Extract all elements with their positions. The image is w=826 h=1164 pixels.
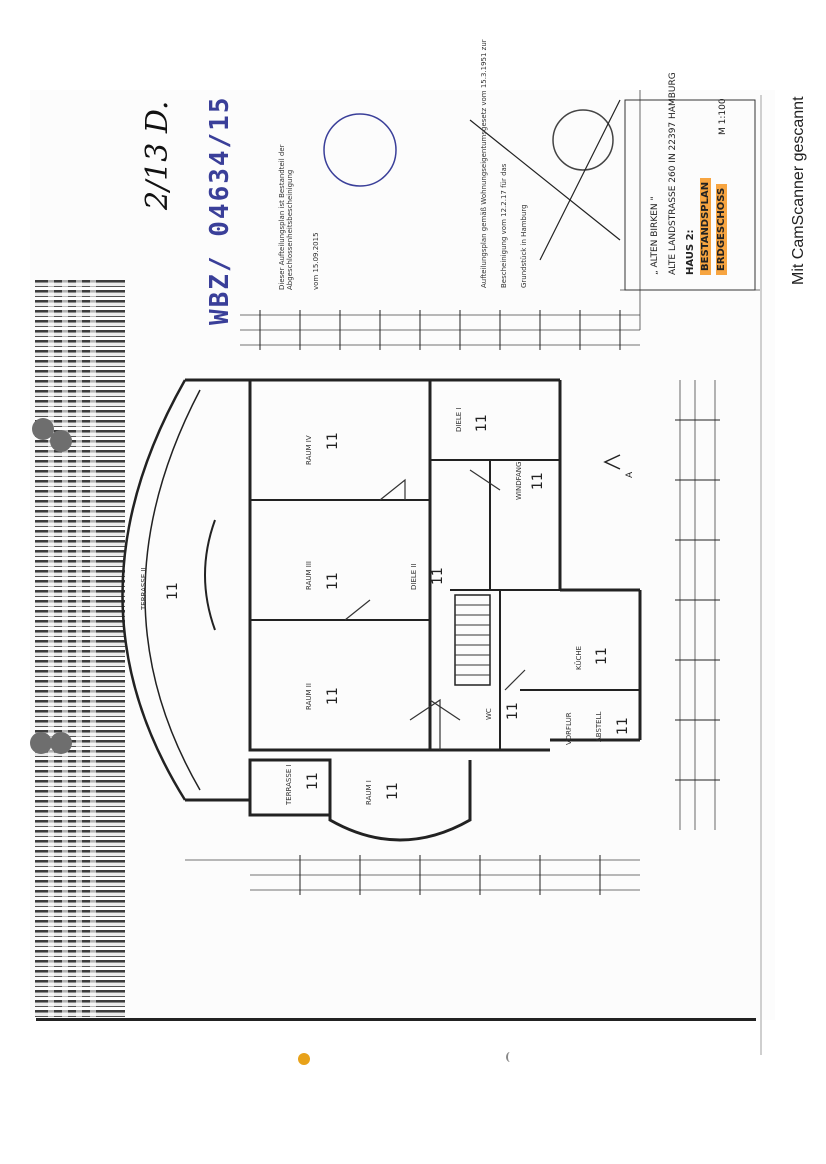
- title-plan-type: BESTANDSPLAN: [700, 177, 711, 275]
- handwritten-reference: 2/13 D.: [140, 100, 175, 210]
- room-vorflur: VORFLUR: [565, 712, 573, 745]
- room-raum-2: RAUM II: [305, 683, 313, 710]
- title-project: „ ALTEN BIRKEN ": [650, 196, 660, 275]
- punch-hole-bottom: [30, 732, 52, 754]
- room-terrasse-1: TERRASSE I: [285, 764, 293, 805]
- room-abstell: ABSTELL: [595, 711, 603, 742]
- room-diele-2: DIELE II: [410, 563, 418, 590]
- section-marker: A: [625, 471, 635, 478]
- title-scale: M 1:100: [718, 98, 728, 135]
- room-terrasse-2: TERRASSE II: [140, 567, 148, 610]
- room-wc: WC: [485, 708, 493, 720]
- room-raum-3: RAUM III: [305, 561, 313, 590]
- sheet-edge: [36, 1018, 756, 1021]
- title-floor: ERDGESCHOSS: [716, 183, 727, 275]
- approval-note-1: Dieser Aufteilungsplan ist Bestandteil d…: [278, 144, 294, 290]
- punch-hole-top: [32, 418, 54, 440]
- room-diele-1: DIELE I: [455, 407, 463, 433]
- room-raum-4: RAUM IV: [305, 435, 313, 465]
- file-number-stamp: WBZ/ 04634/15: [205, 95, 235, 326]
- marker-dot: [298, 1053, 310, 1065]
- scanner-watermark: Mit CamScanner gescannt: [790, 96, 807, 285]
- plan-sheet: [30, 90, 775, 1020]
- room-windfang: WINDFANG: [515, 461, 523, 500]
- room-raum-1: RAUM I: [365, 780, 373, 805]
- title-house: HAUS 2:: [685, 229, 696, 275]
- approval-note-2: Aufteilungsplan gemäß Wohnungseigentumsg…: [480, 39, 488, 288]
- room-kueche: KÜCHE: [575, 645, 583, 670]
- title-address: ALTE LANDSTRASSE 260 IN 22397 HAMBURG: [668, 72, 678, 275]
